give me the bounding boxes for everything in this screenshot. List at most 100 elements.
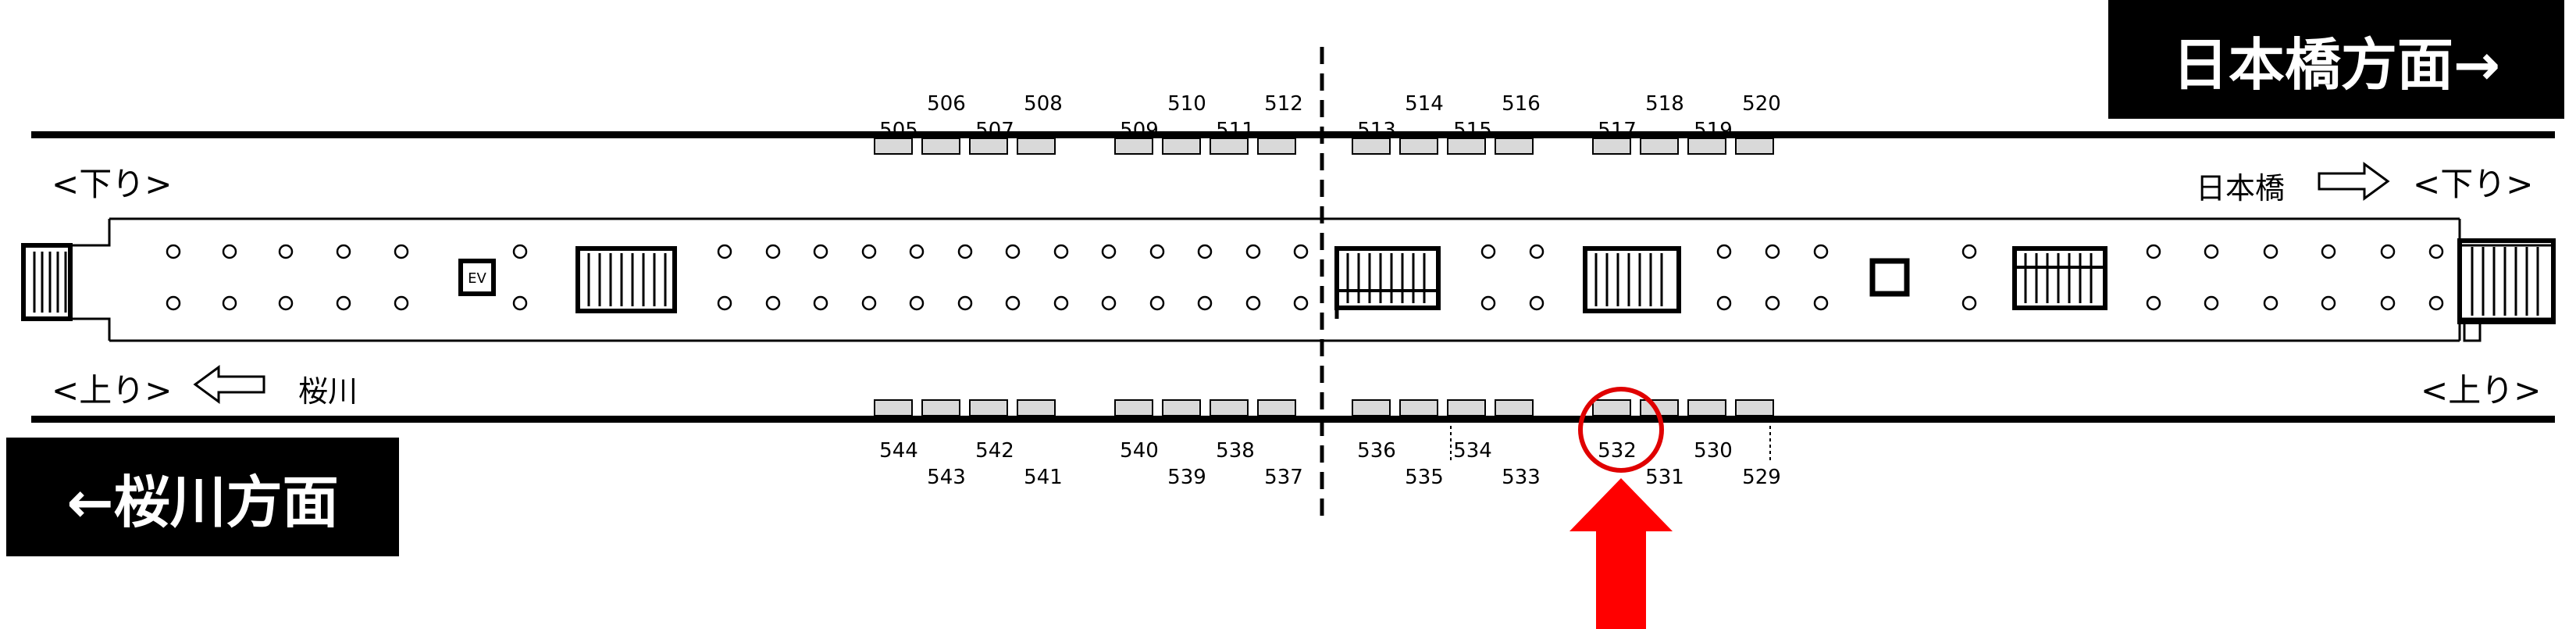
column-dot <box>1480 295 1496 311</box>
arrow-right-outline-icon <box>2318 162 2390 201</box>
bottom-door-8 <box>1257 399 1296 416</box>
door-top-number-507: 507 <box>975 119 1014 142</box>
door-top-number-519: 519 <box>1694 119 1733 142</box>
column-dot <box>1813 244 1829 259</box>
track-rail-up <box>31 416 2555 423</box>
column-dot <box>512 295 528 311</box>
column-dot <box>813 295 828 311</box>
column-dot <box>909 244 925 259</box>
track-label-down-station: 日本橋 <box>2196 171 2286 205</box>
door-bottom-number-531: 531 <box>1645 466 1684 489</box>
bottom-door-5 <box>1114 399 1153 416</box>
door-top-number-520: 520 <box>1742 92 1781 116</box>
column-dot <box>1529 244 1545 259</box>
column-dot <box>2204 244 2219 259</box>
column-dot <box>861 244 877 259</box>
bottom-door-11 <box>1447 399 1486 416</box>
column-dot <box>1245 244 1261 259</box>
column-dot <box>1197 244 1213 259</box>
bottom-door-1 <box>874 399 913 416</box>
bottom-door-10 <box>1399 399 1438 416</box>
column-dot <box>2146 244 2161 259</box>
column-dot <box>1245 295 1261 311</box>
highlight-arrow-icon <box>1569 478 1673 629</box>
column-dot <box>336 295 351 311</box>
top-door-9 <box>1352 138 1391 155</box>
bottom-door-9 <box>1352 399 1391 416</box>
column-dot <box>1765 244 1780 259</box>
bottom-door-12 <box>1495 399 1534 416</box>
door-bottom-number-535: 535 <box>1405 466 1444 489</box>
column-dot <box>717 244 732 259</box>
column-dot <box>2428 295 2444 311</box>
column-dot <box>1149 295 1165 311</box>
column-dot <box>512 244 528 259</box>
column-dot <box>1529 295 1545 311</box>
column-dot <box>2428 244 2444 259</box>
door-bottom-number-534: 534 <box>1453 439 1492 463</box>
door-top-number-515: 515 <box>1453 119 1492 142</box>
door-top-number-506: 506 <box>927 92 966 116</box>
column-dot <box>957 295 973 311</box>
top-door-12 <box>1495 138 1534 155</box>
column-dot <box>957 244 973 259</box>
column-dot <box>1101 295 1117 311</box>
column-dot <box>2146 295 2161 311</box>
bottom-door-15 <box>1687 399 1726 416</box>
bottom-door-2 <box>921 399 960 416</box>
column-dot <box>1101 244 1117 259</box>
track-label-up-right: <上り> <box>2421 371 2542 409</box>
column-dot <box>765 295 781 311</box>
column-dot <box>1293 244 1309 259</box>
top-door-16 <box>1735 138 1774 155</box>
door-bottom-number-529: 529 <box>1742 466 1781 489</box>
column-dot <box>1765 295 1780 311</box>
top-door-1 <box>874 138 913 155</box>
column-dot <box>1005 295 1021 311</box>
platform-doors <box>874 138 1774 416</box>
door-bottom-number-532: 532 <box>1598 439 1637 463</box>
top-door-2 <box>921 138 960 155</box>
column-dot <box>1005 244 1021 259</box>
elevator-icon: EV <box>458 259 496 296</box>
column-dot <box>861 295 877 311</box>
stairs-2 <box>1334 246 1441 319</box>
track-label-down-right: <下り> <box>2413 165 2534 203</box>
bottom-door-7 <box>1210 399 1249 416</box>
top-door-14 <box>1640 138 1679 155</box>
stairs-1 <box>575 246 677 313</box>
door-bottom-number-543: 543 <box>927 466 966 489</box>
top-door-5 <box>1114 138 1153 155</box>
column-dot <box>1480 244 1496 259</box>
column-dot <box>2321 295 2336 311</box>
highlight-circle <box>1578 387 1664 473</box>
bottom-door-13 <box>1592 399 1631 416</box>
top-door-4 <box>1017 138 1056 155</box>
door-top-number-508: 508 <box>1024 92 1063 116</box>
column-dot <box>166 244 181 259</box>
bottom-door-4 <box>1017 399 1056 416</box>
top-door-11 <box>1447 138 1486 155</box>
door-top-number-511: 511 <box>1216 119 1255 142</box>
track-label-down-left: <下り> <box>52 165 173 203</box>
column-dot <box>2263 244 2278 259</box>
column-dot <box>1149 244 1165 259</box>
column-dot <box>2321 244 2336 259</box>
column-dot <box>2263 295 2278 311</box>
column-dot <box>2380 244 2396 259</box>
column-dot <box>2204 295 2219 311</box>
door-top-number-505: 505 <box>879 119 918 142</box>
door-top-number-516: 516 <box>1502 92 1541 116</box>
track-rail-down <box>31 131 2555 138</box>
column-dot <box>2380 295 2396 311</box>
top-door-10 <box>1399 138 1438 155</box>
door-bottom-number-540: 540 <box>1120 439 1159 463</box>
column-dot <box>1961 295 1977 311</box>
door-bottom-number-536: 536 <box>1357 439 1396 463</box>
column-dot <box>1961 244 1977 259</box>
direction-tag-nihonbashi: 日本橋方面→ <box>2108 0 2564 119</box>
column-dot <box>717 295 732 311</box>
door-top-number-509: 509 <box>1120 119 1159 142</box>
